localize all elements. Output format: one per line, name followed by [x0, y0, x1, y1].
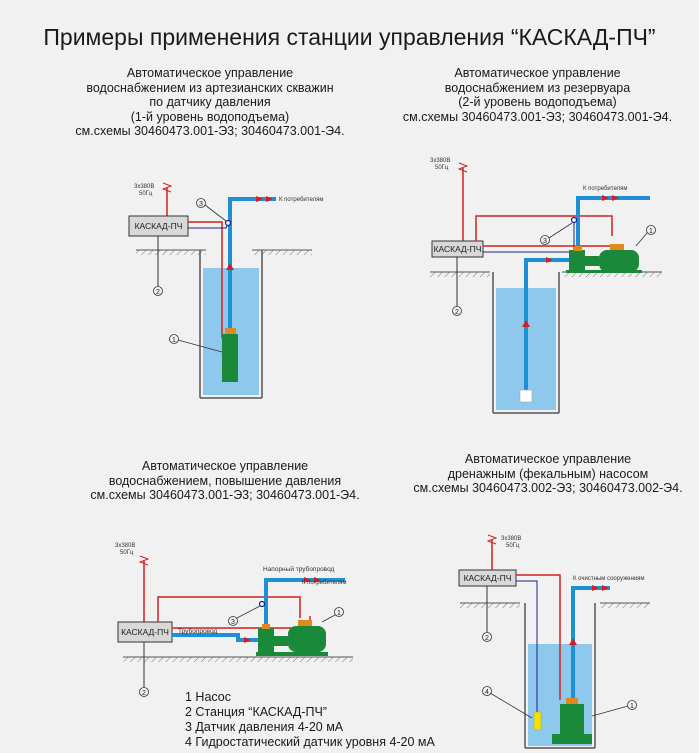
- legend-item: 1 Насос: [185, 690, 231, 704]
- treatment-label: К очистным сооружениям: [573, 576, 644, 582]
- power-freq-label: 50Гц: [139, 191, 153, 197]
- pipeline-label: Трубопровод: [178, 627, 217, 635]
- level-sensor: [533, 711, 542, 731]
- callout-3: 3: [231, 619, 235, 626]
- pressure-sensor: [570, 216, 578, 224]
- caption-reservoir: Автоматическое управление водоснабжением…: [385, 66, 690, 124]
- motor-cable: [188, 221, 223, 338]
- caption-line: водоснабжением из артезианских скважин: [86, 80, 334, 95]
- scheme-boost: 3x380В 50Гц КАСКАД-ПЧ 2 Трубопровод Напо…: [115, 543, 353, 697]
- station-label: КАСКАД-ПЧ: [464, 573, 512, 583]
- caption-boost: Автоматическое управление водоснабжением…: [75, 459, 375, 503]
- legend-item: 4 Гидростатический датчик уровня 4-20 мА: [185, 735, 435, 749]
- page-title: Примеры применения станции управления “К…: [43, 24, 656, 50]
- station-label: КАСКАД-ПЧ: [121, 627, 169, 637]
- power-label: 3x380В: [501, 536, 521, 542]
- scheme-artesian-well: 3x380В 50Гц КАСКАД-ПЧ 2 К потребителям 3…: [128, 182, 323, 399]
- legend: 1 Насос 2 Станция “КАСКАД-ПЧ” 3 Датчик д…: [185, 690, 435, 750]
- scheme-reservoir: 3x380В 50Гц КАСКАД-ПЧ 2 К потребителям 3: [430, 158, 662, 414]
- consumers-label: К потребителям: [583, 186, 627, 192]
- caption-line: Автоматическое управление: [454, 66, 621, 80]
- caption-artesian: Автоматическое управление водоснабжением…: [60, 66, 360, 139]
- power-label: 3x380В: [430, 158, 450, 164]
- callout-1: 1: [630, 703, 634, 710]
- callout-2: 2: [142, 690, 146, 697]
- consumers-label: К потребителям: [279, 197, 323, 203]
- surface-pump: [566, 244, 642, 273]
- caption-line: (1-й уровень водоподъема): [130, 109, 290, 124]
- station-box: [117, 621, 173, 643]
- caption-line: Автоматическое управление: [141, 459, 309, 473]
- pressure-sensor: [258, 600, 266, 608]
- caption-line: (2-й уровень водоподъема): [458, 95, 617, 109]
- station-label: КАСКАД-ПЧ: [135, 221, 183, 231]
- submersible-pump: [222, 334, 238, 382]
- power-freq-label: 50Гц: [120, 550, 134, 556]
- legend-item: 3 Датчик давления 4-20 мА: [185, 720, 344, 734]
- callout-2: 2: [485, 635, 489, 642]
- motor-cable: [172, 616, 311, 629]
- caption-line: водоснабжением, повышение давления: [108, 473, 342, 488]
- legend-item: 2 Станция “КАСКАД-ПЧ”: [185, 705, 327, 719]
- surface-pump: [256, 620, 328, 656]
- motor-cable: [483, 245, 613, 252]
- caption-line: водоснабжением из резервуара: [444, 80, 631, 95]
- power-label: 3x380В: [115, 543, 135, 549]
- motor-cable: [516, 574, 561, 700]
- caption-line: см.схемы 30460473.001-Э3; 30460473.001-Э…: [402, 109, 673, 124]
- caption-line: Автоматическое управление: [126, 66, 294, 80]
- caption-line: по датчику давления: [149, 95, 271, 109]
- scheme-drainage: 3x380В 50Гц КАСКАД-ПЧ 2 4 К очистным соо…: [458, 534, 650, 749]
- callout-3: 3: [199, 201, 203, 208]
- callout-1: 1: [172, 337, 176, 344]
- callout-2: 2: [455, 309, 459, 316]
- callout-2: 2: [156, 289, 160, 296]
- caption-line: см.схемы 30460473.001-Э3; 30460473.001-Э…: [90, 488, 360, 502]
- caption-drainage: Автоматическое управление дренажным (фек…: [400, 452, 696, 496]
- caption-line: Автоматическое управление: [464, 452, 632, 466]
- pressure-pipe-label: Напорный трубопровод: [263, 565, 335, 573]
- callout-3: 3: [543, 238, 547, 245]
- station-label: КАСКАД-ПЧ: [434, 244, 482, 254]
- callout-4: 4: [485, 689, 489, 696]
- power-label: 3x380В: [134, 184, 154, 190]
- power-freq-label: 50Гц: [435, 165, 449, 171]
- discharge-pipe: [576, 196, 650, 250]
- caption-line: см.схемы 30460473.001-Э3; 30460473.001-Э…: [75, 124, 345, 138]
- caption-line: дренажным (фекальным) насосом: [447, 466, 649, 481]
- consumers-label: К потребителям: [302, 580, 346, 586]
- pressure-sensor: [224, 219, 232, 227]
- drainage-pump: [552, 698, 592, 744]
- caption-line: см.схемы 30460473.002-Э3; 30460473.002-Э…: [413, 481, 683, 495]
- callout-1: 1: [337, 610, 341, 617]
- callout-1: 1: [649, 228, 653, 235]
- power-freq-label: 50Гц: [506, 543, 520, 549]
- suction-pipe: [524, 258, 570, 400]
